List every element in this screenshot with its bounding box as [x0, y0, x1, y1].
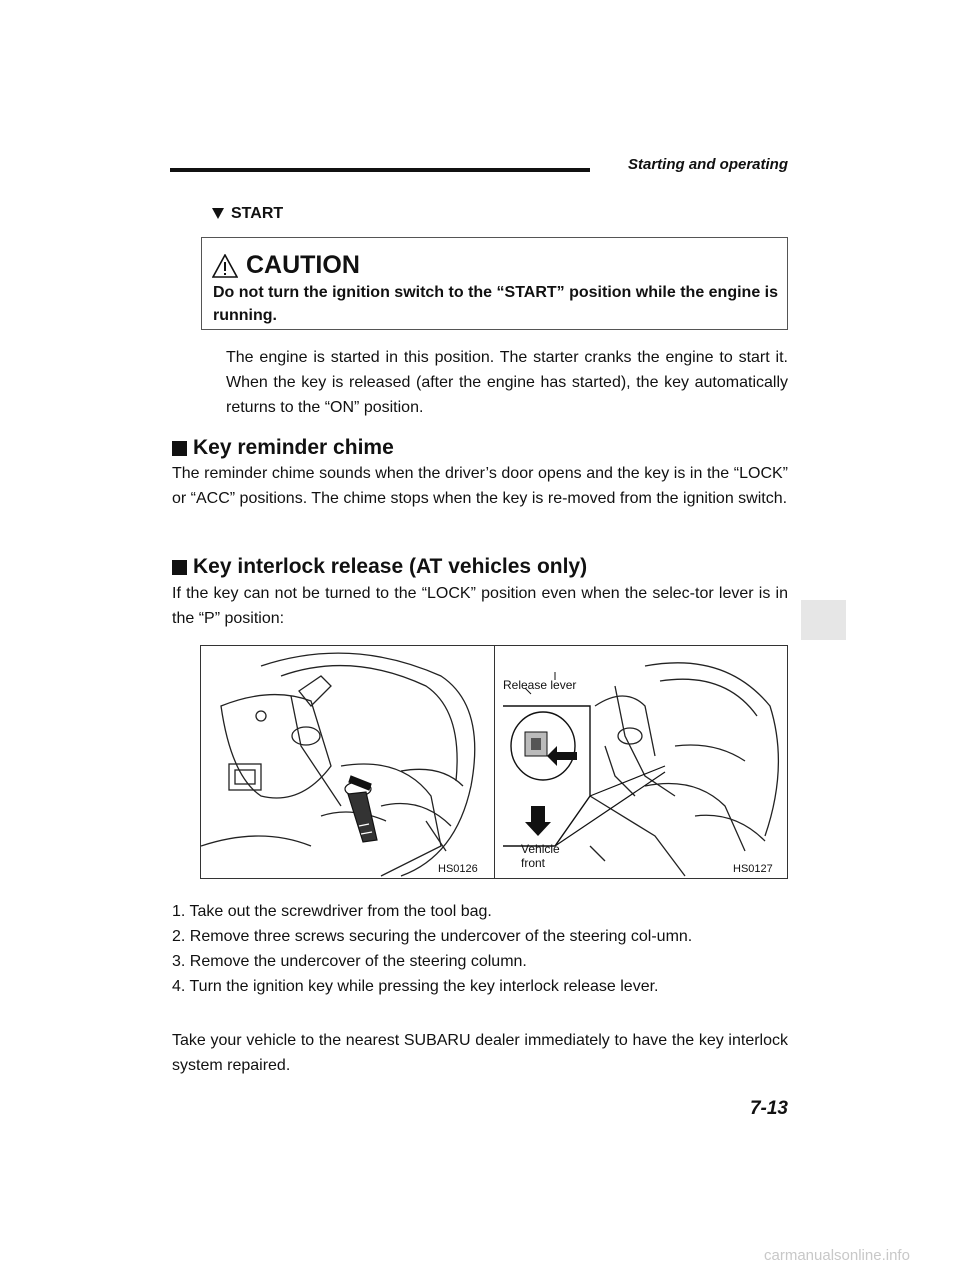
- vehicle-front-label-line1: Vehicle: [521, 842, 560, 856]
- running-head: Starting and operating: [627, 156, 788, 173]
- start-subheading-text: START: [231, 205, 284, 222]
- caution-title-text: CAUTION: [246, 251, 360, 279]
- caution-title: CAUTION: [212, 251, 360, 280]
- square-bullet-icon: [172, 440, 187, 456]
- list-item: 2. Remove three screws securing the unde…: [172, 928, 693, 945]
- list-item: 4. Turn the ignition key while pressing …: [172, 978, 659, 995]
- release-lever-label: Release lever: [503, 678, 577, 692]
- square-bullet-icon: [172, 559, 187, 575]
- interlock-heading: Key interlock release (AT vehicles only): [172, 555, 587, 579]
- list-item: 3. Remove the undercover of the steering…: [172, 953, 527, 970]
- page-number: 7-13: [749, 1098, 788, 1119]
- steering-column-illustration-left: [201, 652, 476, 877]
- start-body: The engine is started in this position. …: [226, 349, 788, 416]
- triangle-down-icon: [212, 208, 224, 219]
- interlock-figure: Release lever Vehicle front HS0126 HS012…: [200, 645, 788, 879]
- figure-code-right: HS0127: [733, 863, 773, 875]
- header-rule: [170, 168, 590, 172]
- caution-text: Do not turn the ignition switch to the “…: [213, 284, 779, 324]
- steps-list: 1. Take out the screwdriver from the too…: [172, 899, 788, 999]
- list-item: 1. Take out the screwdriver from the too…: [172, 903, 492, 920]
- chime-heading: Key reminder chime: [172, 436, 394, 460]
- figure-divider: [494, 646, 495, 878]
- chime-heading-text: Key reminder chime: [193, 436, 394, 459]
- caution-box: CAUTION Do not turn the ignition switch …: [201, 237, 788, 330]
- vehicle-front-label-line2: front: [521, 856, 546, 870]
- chapter-tab: [801, 600, 846, 640]
- watermark: carmanualsonline.info: [764, 1247, 910, 1264]
- closing-paragraph: Take your vehicle to the nearest SUBARU …: [172, 1032, 788, 1074]
- interlock-heading-text: Key interlock release (AT vehicles only): [193, 555, 588, 578]
- interlock-body: If the key can not be turned to the “LOC…: [172, 585, 788, 627]
- warning-triangle-icon: [212, 253, 238, 278]
- figure-code-left: HS0126: [438, 863, 478, 875]
- start-subheading: START: [212, 205, 283, 223]
- steering-column-illustration-right: [503, 662, 780, 877]
- chime-body: The reminder chime sounds when the drive…: [172, 465, 788, 507]
